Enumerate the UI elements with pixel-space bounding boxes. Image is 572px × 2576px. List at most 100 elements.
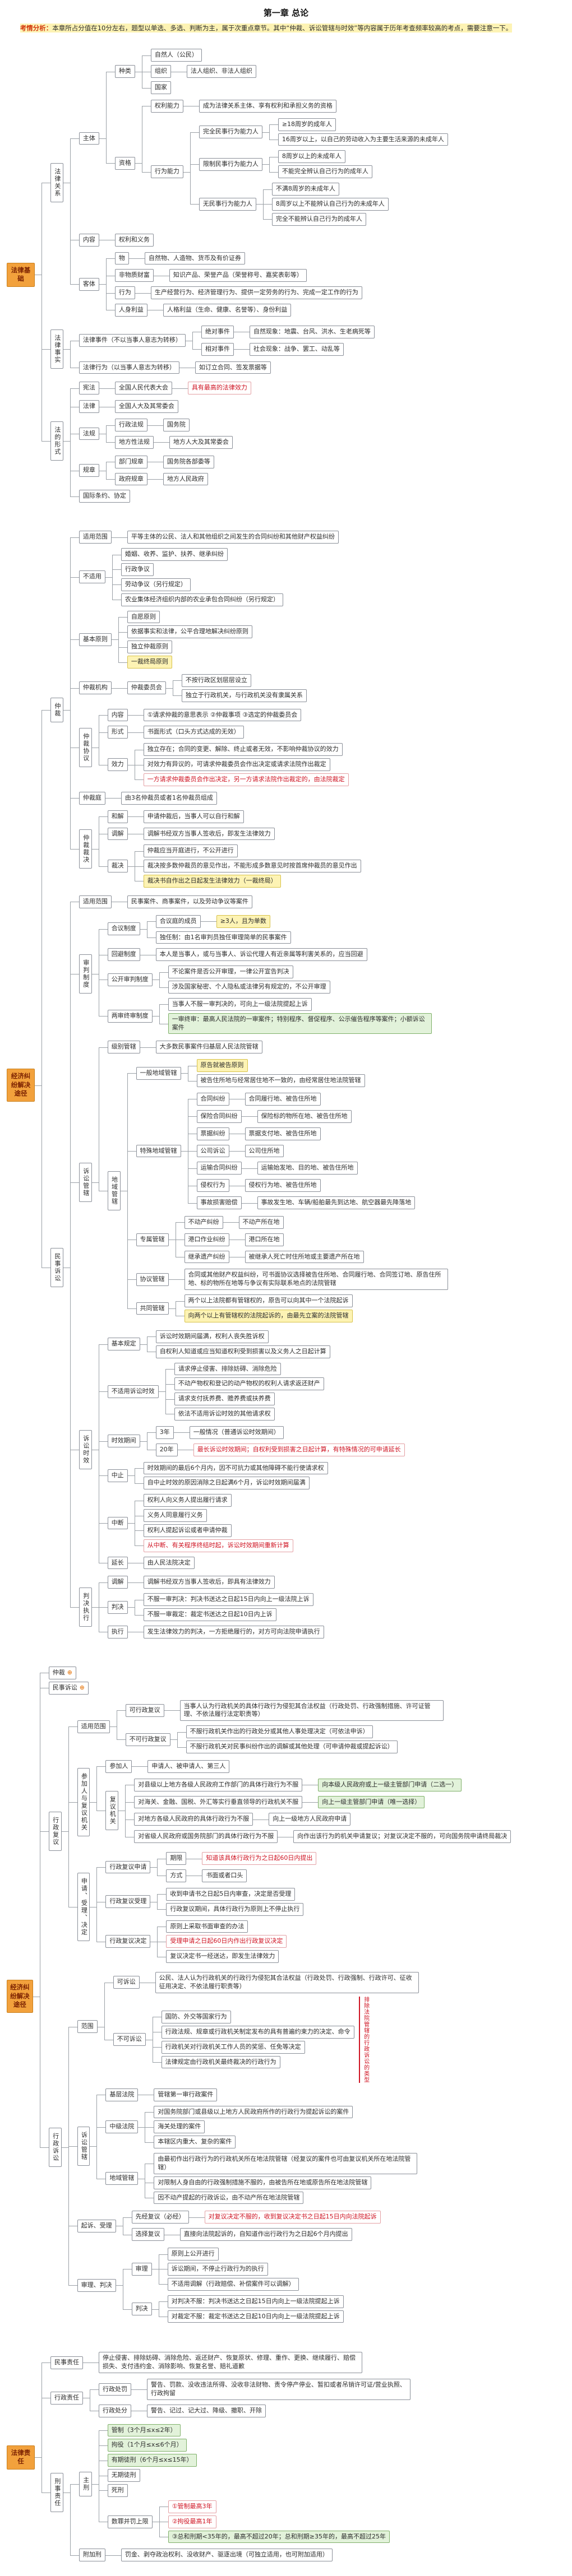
tree-node-label: 不动产所在地 (242, 1218, 280, 1226)
tree-node: 国务院各部委等 (163, 455, 214, 468)
tree-node-label: 参加人 (109, 1762, 128, 1770)
tree-node-label: 直接向法院起诉的，自知道作出行政行为之日起6个月内提出 (183, 2230, 348, 2238)
tree-node: 法律 (79, 400, 99, 414)
tree-node-label: 对限制人身自由的行政强制措施不服的，由被告所在地或原告所在地法院管辖 (158, 2178, 368, 2186)
tree-node: 向本级人民政府或上一级主管部门申请（二选一） (318, 1778, 462, 1791)
expand-icon[interactable]: ⊕ (79, 1683, 85, 1691)
tree-node-label: 不满8周岁的未成年人 (275, 185, 335, 193)
tree-node-label: 法律事实 (53, 335, 61, 364)
tree-node: 知识产品、荣誉产品（荣誉称号、嘉奖表彰等） (169, 269, 307, 282)
tree-node: 诉讼时效期间届满，权利人丧失胜诉权 (155, 1330, 269, 1343)
tree-node: 知道该具体行政行为之日起60日内提出 (202, 1852, 317, 1865)
tree-node: 特殊地域管辖 (136, 1144, 181, 1158)
tree-node-label: 法律关系 (53, 168, 61, 198)
tree-node-label: 海关处理的案件 (158, 2123, 201, 2131)
tree-node: 形式 (107, 726, 128, 739)
tree-node-label: 仲裁机构 (82, 684, 108, 691)
tree-node-label: 法律 (82, 402, 95, 410)
tree-node-label: 自愿原则 (131, 612, 156, 620)
tree-node: 数罪并罚上限 (107, 2515, 153, 2528)
tree-node-label: 行政法规、规章或行政机关制定发布的具有普遍约束力的决定、命令 (165, 2027, 350, 2035)
tree-node-label: 国务院 (167, 421, 186, 429)
tree-node-label: 行政复议受理 (109, 1897, 147, 1905)
tree-node-label: 被继承人死亡时住所地或主要遗产所在地 (248, 1252, 360, 1260)
tree-node-label: 人格利益（生命、健康、名誉等）、身份利益 (167, 306, 288, 314)
tree-node: 法律事件（不以当事人意志为转移） (79, 334, 186, 347)
tree-node-label: 时效期间的最后6个月内，因不可抗力或其他障碍不能行使请求权 (147, 1464, 324, 1472)
tree-node-label: 级别管辖 (111, 1043, 136, 1051)
tree-node-label: 起诉、受理 (81, 2221, 112, 2229)
tree-node: 行政处分 (99, 2404, 131, 2417)
tree-node: 一般情况（普通诉讼时效期间） (189, 1426, 284, 1439)
tree-node: 行为 (114, 286, 135, 300)
tree-node: 16周岁以上，以自己的劳动收入为主要生活来源的未成年人 (278, 133, 448, 146)
tree-node: 无期徒刑 (107, 2469, 140, 2482)
expand-icon[interactable]: ⊕ (67, 1668, 72, 1676)
tree-node-label: 先经复议（必经） (135, 2213, 185, 2221)
tree-node-label: 物 (118, 254, 125, 262)
tree-node: 诉讼管辖 (79, 1162, 92, 1202)
tree-node: 公司住所地 (245, 1144, 284, 1158)
tree-node-label: 对效力有异议的，可请求仲裁委员会作出决定或请求法院作出裁定 (147, 760, 326, 768)
tree-node-label: 大多数民事案件归基层人民法院管辖 (159, 1043, 259, 1051)
tree-node: 受理申请之日起60日内作出行政复议决定 (166, 1935, 287, 1948)
tree-node-label: 权利人提起诉讼或者申请仲裁 (147, 1526, 228, 1534)
tree-node: 部门规章 (114, 455, 147, 468)
tree-node-label: 合同纠纷 (200, 1095, 225, 1103)
tree-node: 国防、外交等国家行为 (161, 2011, 231, 2023)
tree-node-label: 警告、罚款、没收违法所得、没收非法财物、责令停产停业、暂扣或者吊销许可证/营业执… (151, 2381, 406, 2397)
tree-node-label: 国际条约、协定 (82, 492, 126, 500)
tree-node-label: 经济纠纷解决途径 (10, 1983, 30, 2009)
tree-node-label: 义务人同意履行义务 (147, 1511, 203, 1519)
tree-node: 内容 (107, 708, 128, 722)
tree-node-label: 相对事件 (205, 345, 230, 352)
side-note: 排除法院管辖的行政诉讼的类型 (358, 1996, 370, 2083)
tree-node-label: 管辖第一审行政案件 (158, 2090, 214, 2098)
tree-node-label: 协议管辖 (140, 1275, 165, 1283)
tree-node-label: 适用范围 (81, 1722, 106, 1730)
tree-node: 仲裁 (50, 697, 63, 722)
tree-node-label: 劳动争议（另行规定） (124, 580, 187, 588)
tree-node-label: 调解 (111, 1578, 124, 1586)
tree-node: 独立仲裁原则 (127, 640, 172, 654)
tree-node-label: 行政法规 (118, 421, 144, 429)
tree-node-label: 行政诉讼 (52, 2133, 59, 2162)
tree-node: 延长 (107, 1556, 128, 1570)
tree-node: 自然物、人造物、货币及有价证券 (144, 252, 245, 265)
tree-node: 对国务院部门或县级以上地方人民政府所作的行政行为提起诉讼的案件 (154, 2105, 353, 2119)
exam-analysis-text: 本章所占分值在10分左右，题型以单选、多选、判断为主，属于次重点章节。其中“仲裁… (52, 24, 513, 33)
tree-node: 本辖区内重大、复杂的案件 (154, 2136, 236, 2149)
tree-node: 海关处理的案件 (154, 2120, 205, 2134)
tree-node: 被继承人死亡时住所地或主要遗产所在地 (245, 1250, 364, 1264)
tree-node: 宪法 (79, 382, 99, 395)
tree-node: 自愿原则 (127, 610, 160, 624)
tree-node-label: 依法不适用诉讼时效的其他请求权 (178, 1410, 271, 1418)
tree-node-label: 不适用诉讼时效 (111, 1387, 155, 1395)
tree-node: 大多数民事案件归基层人民法院管辖 (155, 1041, 262, 1054)
tree-node-label: 不可诉讼 (117, 2035, 142, 2043)
tree-node-label: 运输始发地、目的地、被告住所地 (261, 1164, 354, 1172)
tree-node-label: 运输合同纠纷 (200, 1164, 238, 1172)
tree-node-label: 生产经营行为、经济管理行为、提供一定劳务的行为、完成一定工作的行为 (154, 289, 358, 296)
tree-node: 主刑 (79, 2471, 92, 2496)
tree-node-label: 管制（3个月≤x≤2年） (111, 2426, 177, 2434)
tree-node: 警告、罚款、没收违法所得、没收非法财物、责令停产停业、暂扣或者吊销许可证/营业执… (147, 2379, 410, 2400)
tree-node: 仲裁协议 (79, 727, 92, 767)
tree-node-label: 行政机关对行政机关工作人员的奖惩、任免等决定 (165, 2043, 301, 2050)
tree-node-label: 一般地域管辖 (140, 1069, 177, 1076)
tree-node-label: 由3名仲裁员或者1名仲裁员组成 (124, 793, 213, 801)
tree-node-label: 自然现象：地震、台风、洪水、生老病死等 (253, 327, 371, 335)
tree-node: 申请仲裁后，当事人可以自行和解 (143, 810, 244, 823)
mindmap-tree: 法律基础法律关系主体种类自然人（公民）组织法人组织、非法人组织国家资格权利能力成… (0, 41, 572, 2576)
tree-node-label: 一方请求仲裁委员会作出决定，另一方请求法院作出裁定的，由法院裁定 (147, 775, 345, 783)
tree-node-label: 完全民事行为能力人 (202, 128, 259, 136)
collapsed-node: 民事诉讼⊕ (48, 1681, 89, 1695)
tree-node: 不动产所在地 (238, 1215, 284, 1229)
tree-node-label: 经济纠纷解决途径 (11, 1072, 31, 1098)
tree-node-label: 行政复议 (52, 1817, 59, 1846)
tree-node: 当事人认为行政机关的具体行政行为侵犯其合法权益（行政处罚、行政强制措施、许可证管… (179, 1700, 444, 1721)
tree-node: 独立于行政机关，与行政机关没有隶属关系 (181, 689, 307, 702)
tree-node-label: 行政复议决定 (109, 1937, 147, 1945)
tree-node-label: 宪法 (82, 384, 95, 392)
tree-node: ≥3人，且为单数 (216, 915, 270, 928)
